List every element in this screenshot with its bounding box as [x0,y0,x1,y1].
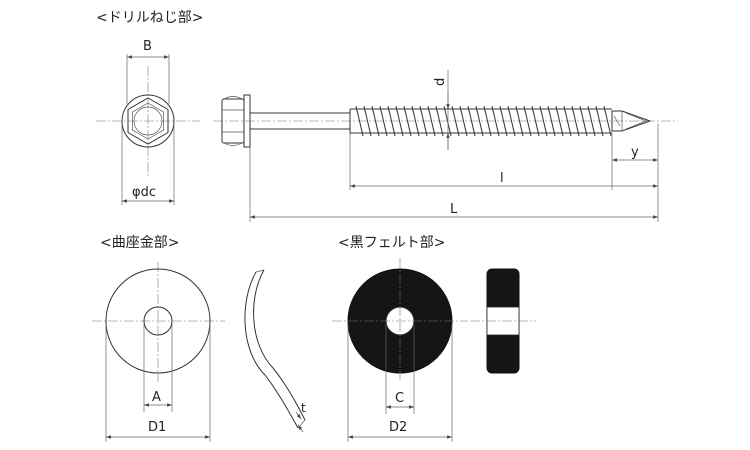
thread-crest [523,105,532,137]
curved-washer-front-view [92,262,225,442]
title-black-felt: <黒フェルト部> [338,235,445,251]
thread-crest [507,105,516,137]
thread-crest [515,105,524,137]
dim-label-y: y [631,145,639,160]
dim-label-A: A [152,390,161,405]
black-felt-side-view [470,268,536,374]
black-felt-front-view [332,258,468,442]
title-curved-washer: <曲座金部> [100,235,179,251]
thread-crest [379,105,388,137]
thread-crest [587,105,596,137]
thread-crest [467,105,476,137]
thread-crest [571,105,580,137]
dim-label-d: d [433,78,448,86]
dim-label-dc: φdc [132,185,156,200]
thread-crest [411,105,420,137]
dim-label-D1: D1 [148,420,166,435]
thread-crest [435,105,444,137]
thread-crest [475,105,484,137]
thread-crest [491,105,500,137]
hex-head-end-view [96,54,200,205]
thread-crest [483,105,492,137]
thread-crest [579,105,588,137]
thread-crest [427,105,436,137]
thread-crest [595,105,604,137]
thread-crest [395,105,404,137]
thread-crest [387,105,396,137]
dim-label-t: t [301,401,306,415]
thread-crest [451,105,460,137]
thread-crest [531,105,540,137]
thread-crest [403,105,412,137]
title-drill-screw: <ドリルねじ部> [96,10,203,26]
dim-label-l: l [500,171,504,186]
thread-crest [371,105,380,137]
thread-crest [459,105,468,137]
dim-label-B: B [143,39,152,54]
thread-crest [499,105,508,137]
thread-crest [355,105,364,137]
dim-label-C: C [395,391,404,406]
thread-crest [555,105,564,137]
dim-label-D2: D2 [389,420,407,435]
curved-washer-side-profile [244,269,306,433]
dim-label-L: L [450,202,458,217]
screw-side-view [213,70,678,222]
thread-crest [443,105,452,137]
thread-crest [563,105,572,137]
thread-crest [539,105,548,137]
thread-crest [419,105,428,137]
thread-crest [603,105,612,137]
thread-crest [547,105,556,137]
thread-crest [363,105,372,137]
